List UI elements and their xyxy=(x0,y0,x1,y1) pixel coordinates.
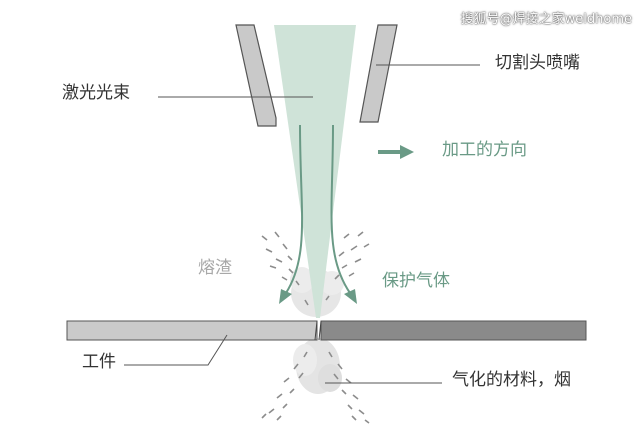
workpiece-left xyxy=(66,320,318,341)
workpiece-label: 工件 xyxy=(82,352,116,372)
nozzle-left-wall xyxy=(235,24,277,127)
laser-beam-label: 激光光束 xyxy=(62,83,130,103)
vapor-spray xyxy=(261,351,370,424)
cutting-direction-label: 加工的方向 xyxy=(442,140,527,160)
gas-arrow-head-left xyxy=(279,289,292,304)
vapor-smoke-label: 气化的材料，烟 xyxy=(452,370,571,390)
watermark: 搜狐号@焊接之家weldhome xyxy=(460,12,632,27)
shielding-gas-label: 保护气体 xyxy=(382,271,450,291)
laser-beam xyxy=(274,25,356,318)
slag-label: 熔渣 xyxy=(198,258,232,278)
vapor-cloud xyxy=(293,338,342,394)
nozzle-label: 切割头喷嘴 xyxy=(495,53,580,73)
gas-arrow-head-right xyxy=(344,289,357,304)
gas-flow-arrows xyxy=(285,124,351,294)
kerf xyxy=(314,320,322,341)
slag-spray xyxy=(261,231,370,306)
nozzle-right-wall xyxy=(359,24,398,123)
direction-arrow xyxy=(378,145,414,159)
workpiece-right xyxy=(320,320,587,341)
leader-lines xyxy=(124,64,480,384)
